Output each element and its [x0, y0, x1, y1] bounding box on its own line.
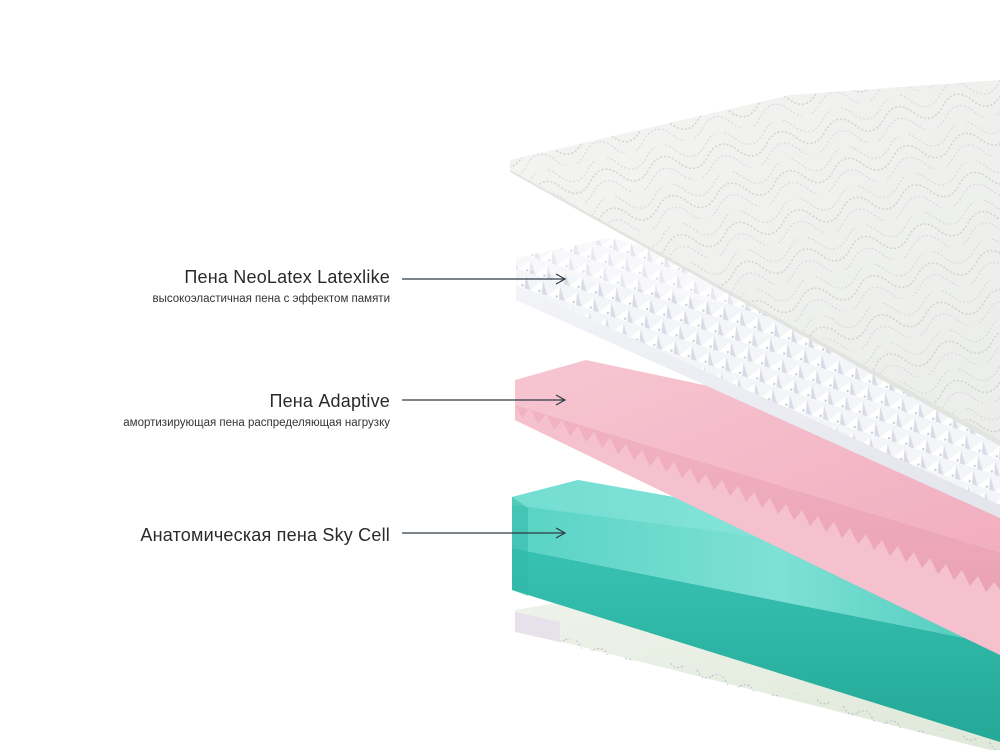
neolatex-label: Пена NeoLatex Latexlike высокоэластичная… — [153, 266, 390, 307]
neolatex-title: Пена NeoLatex Latexlike — [184, 267, 390, 287]
adaptive-subtitle: амортизирующая пена распределяющая нагру… — [123, 417, 390, 429]
adaptive-label: Пена Adaptive амортизирующая пена распре… — [123, 390, 390, 431]
sky-cell-label: Анатомическая пена Sky Cell — [140, 524, 390, 546]
adaptive-title: Пена Adaptive — [269, 391, 390, 411]
adaptive-foam-layer — [515, 360, 1000, 655]
sky-cell-title: Анатомическая пена Sky Cell — [140, 525, 390, 545]
top-cover-layer — [510, 80, 1000, 446]
arrow-neolatex — [402, 273, 567, 285]
bottom-cover-layer — [515, 598, 1000, 750]
neolatex-subtitle: высокоэластичная пена с эффектом памяти — [152, 293, 390, 305]
arrow-sky-cell — [402, 527, 567, 539]
arrow-adaptive — [402, 394, 567, 406]
